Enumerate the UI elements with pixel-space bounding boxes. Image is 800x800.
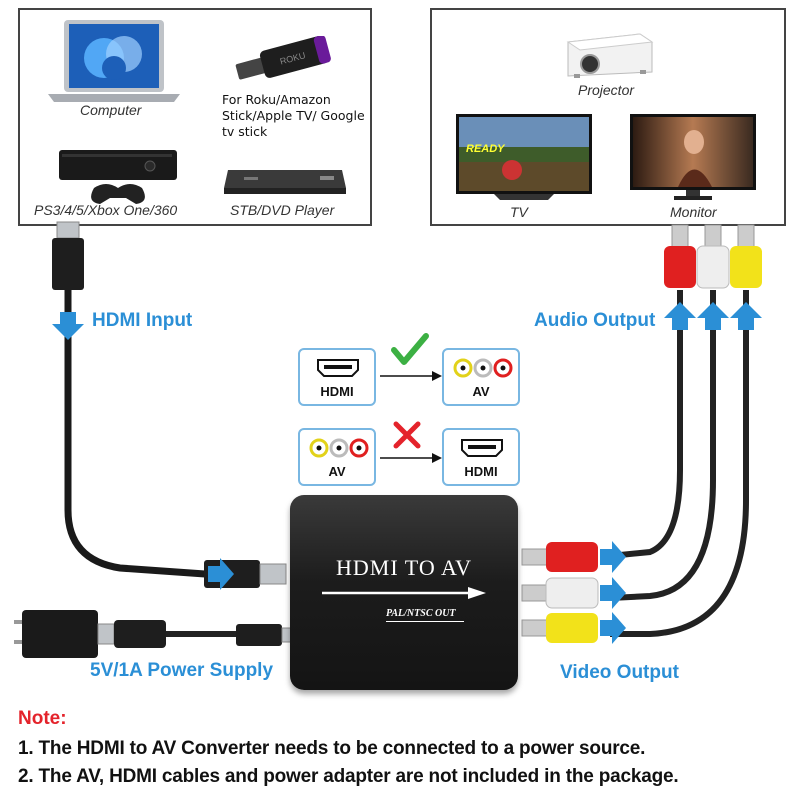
stb-label: STB/DVD Player (230, 202, 335, 218)
rca-plug-yellow-top (730, 224, 762, 288)
note-line-1: 1. The HDMI to AV Converter needs to be … (18, 738, 646, 759)
rca-plug-white-top (696, 224, 730, 289)
streaming-stick-note: For Roku/Amazon Stick/Apple TV/ Google t… (222, 92, 365, 139)
monitor-label: Monitor (670, 204, 717, 220)
conversion-to-hdmi-box: HDMI (442, 428, 520, 486)
note-title: Note: (18, 708, 67, 729)
note-line-2: 2. The AV, HDMI cables and power adapter… (18, 766, 679, 787)
converter-subtitle-underline (386, 621, 464, 622)
monitor-icon (630, 114, 756, 200)
conversion-to-hdmi-text: HDMI (464, 464, 498, 479)
rca-plug-white-converter (521, 577, 599, 609)
tv-label: TV (510, 204, 528, 220)
hdmi-port-icon (461, 439, 503, 457)
conversion-from-hdmi-box: HDMI (298, 348, 376, 406)
converter-arrow-icon (322, 587, 486, 599)
set-top-box-icon (224, 170, 346, 194)
computer-label: Computer (80, 102, 142, 118)
power-adapter (14, 610, 115, 658)
converter-device: HDMI TO AV PAL/NTSC OUT (290, 495, 518, 690)
conversion-from-av-box: AV (298, 428, 376, 486)
conversion-to-av-text: AV (472, 384, 490, 399)
tv-icon: READY (456, 114, 592, 200)
projector-icon (566, 33, 654, 78)
rca-plug-yellow-converter (521, 613, 598, 643)
arrow-right-icon (208, 541, 626, 644)
arrow-up-icon (664, 302, 762, 330)
check-icon (391, 333, 429, 365)
rca-plug-red-converter (521, 542, 598, 572)
converter-title: HDMI TO AV (336, 555, 472, 580)
rca-jacks-icon (309, 438, 369, 458)
hdmi-plug-top (52, 221, 84, 290)
conversion-to-av-box: AV (442, 348, 520, 406)
hdmi-port-icon (317, 359, 359, 377)
power-supply-label: 5V/1A Power Supply (90, 660, 274, 681)
svg-text:READY: READY (466, 143, 506, 155)
video-output-label: Video Output (560, 662, 679, 683)
game-console-icon (59, 150, 177, 204)
conversion-from-av-text: AV (328, 464, 346, 479)
streaming-stick-icon: ROKU (235, 36, 331, 80)
output-devices-panel: Projector READY TV Monitor (430, 8, 786, 226)
converter-subtitle: PAL/NTSC OUT (386, 608, 456, 619)
cross-icon (393, 421, 421, 449)
projector-label: Projector (578, 82, 635, 98)
laptop-icon (48, 20, 180, 102)
hdmi-input-label: HDMI Input (92, 310, 193, 331)
audio-output-label: Audio Output (534, 310, 656, 331)
console-label: PS3/4/5/Xbox One/360 (34, 202, 178, 218)
source-devices-panel: Computer ROKU For Roku/Amazon Stick/Appl… (18, 8, 372, 226)
rca-plug-red-top (664, 224, 696, 288)
conversion-from-hdmi-text: HDMI (320, 384, 354, 399)
arrow-down-icon (52, 312, 84, 340)
rca-jacks-icon (453, 358, 513, 378)
usb-cable (114, 620, 295, 648)
